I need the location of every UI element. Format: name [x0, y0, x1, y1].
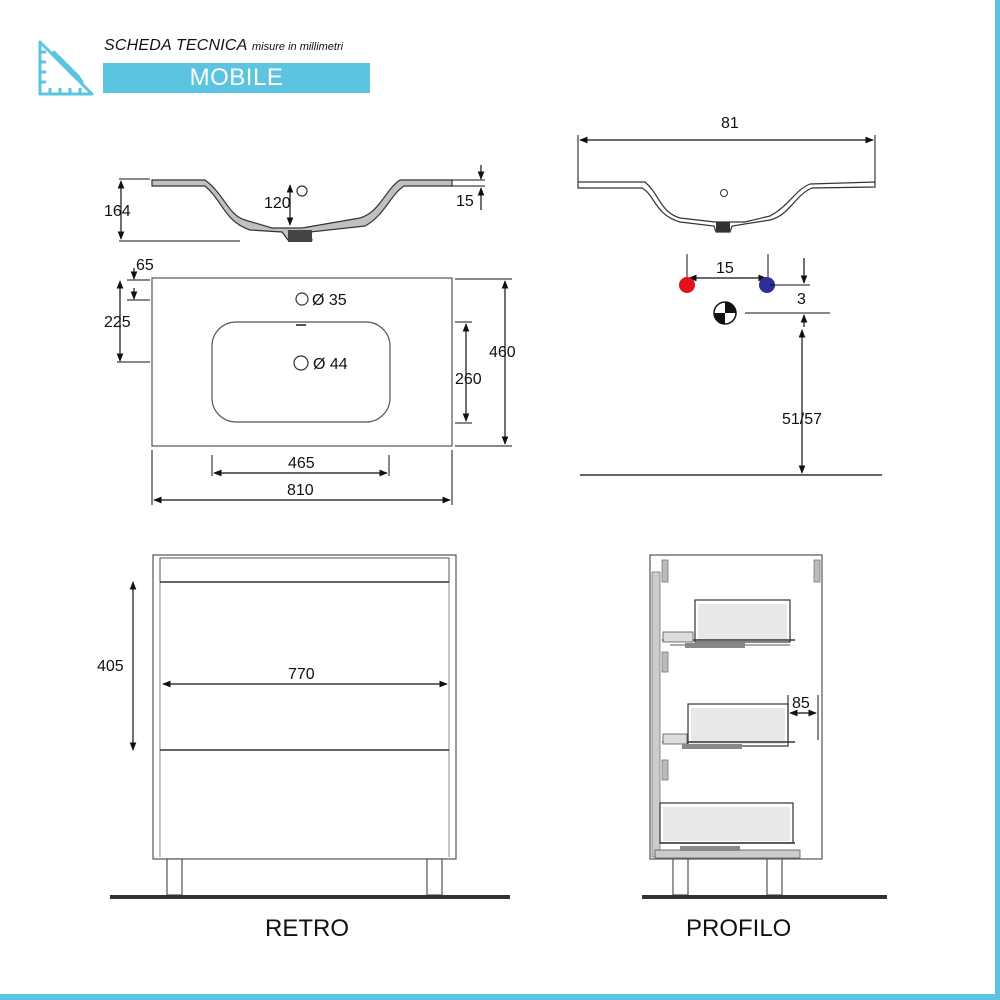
side-overflow: [720, 189, 728, 197]
drain-hole: [293, 355, 309, 371]
dim-section-rim: 15: [456, 193, 474, 210]
drain-symbol-icon: [713, 301, 737, 325]
caption-retro: RETRO: [265, 915, 349, 942]
basin-bowl: [211, 321, 391, 423]
caption-profilo: PROFILO: [686, 915, 791, 942]
drawer-1: [662, 599, 795, 648]
dim-drain-hole: Ø 44: [313, 356, 348, 373]
dim-section-drop: 120: [264, 195, 291, 212]
leg-right: [426, 858, 443, 896]
dim-depth: 460: [489, 344, 516, 361]
ruler-pencil-icon: [38, 40, 94, 96]
drain-waste: [288, 230, 312, 242]
cabinet-back-view: 405 770 RETRO: [97, 554, 510, 942]
basin-side-view: 81 15 3 51/57: [577, 115, 882, 476]
product-bar: MOBILE: [103, 63, 370, 93]
cabinet-top-panel: [159, 557, 450, 583]
drawer-3: [654, 802, 801, 859]
title-text: SCHEDA TECNICA: [104, 37, 248, 54]
hot-water-icon: [679, 277, 695, 293]
overflow-hole: [296, 185, 308, 197]
frame-border-bottom: [0, 994, 1000, 1000]
dim-hole-distance: 225: [104, 314, 131, 331]
leg-left: [166, 858, 183, 896]
cabinet-profile-view: 85 PROFILO: [642, 554, 887, 942]
floor-profile: [642, 895, 887, 899]
drawer-2: [662, 703, 795, 749]
frame-border-right: [995, 0, 1000, 1000]
dim-top-offset: 65: [136, 257, 154, 274]
profile-leg-right: [766, 858, 783, 896]
dim-drain-height: 51/57: [782, 411, 822, 428]
dim-cabinet-width: 770: [288, 666, 315, 683]
floor-back: [110, 895, 510, 899]
basin-top-view: Ø 35 Ø 44 65 225 460 260 465 810: [104, 257, 516, 505]
cabinet-back-body: [152, 554, 457, 860]
tap-hole: [295, 292, 309, 306]
subtitle-text: misure in millimetri: [252, 41, 344, 53]
dim-bowl-depth: 260: [455, 371, 482, 388]
side-drain: [716, 222, 730, 232]
dim-drawer-offset: 85: [792, 695, 810, 712]
basin-side-outline: [577, 181, 876, 233]
dim-cabinet-height: 405: [97, 658, 124, 675]
cold-water-icon: [759, 277, 775, 293]
profile-leg-left: [672, 858, 689, 896]
dim-taps-spacing: 15: [716, 260, 734, 277]
dim-tap-hole: Ø 35: [312, 292, 347, 309]
dim-bowl-width: 465: [288, 455, 315, 472]
dim-section-height: 164: [104, 203, 131, 220]
dim-taps-offset: 3: [797, 291, 806, 308]
dim-width: 810: [287, 482, 314, 499]
basin-section-outline: [151, 179, 453, 241]
dim-side-width: 81: [721, 115, 739, 132]
header-title: SCHEDA TECNICA misure in millimetri: [104, 37, 343, 59]
basin-section-view: 164 120 15: [104, 165, 485, 242]
